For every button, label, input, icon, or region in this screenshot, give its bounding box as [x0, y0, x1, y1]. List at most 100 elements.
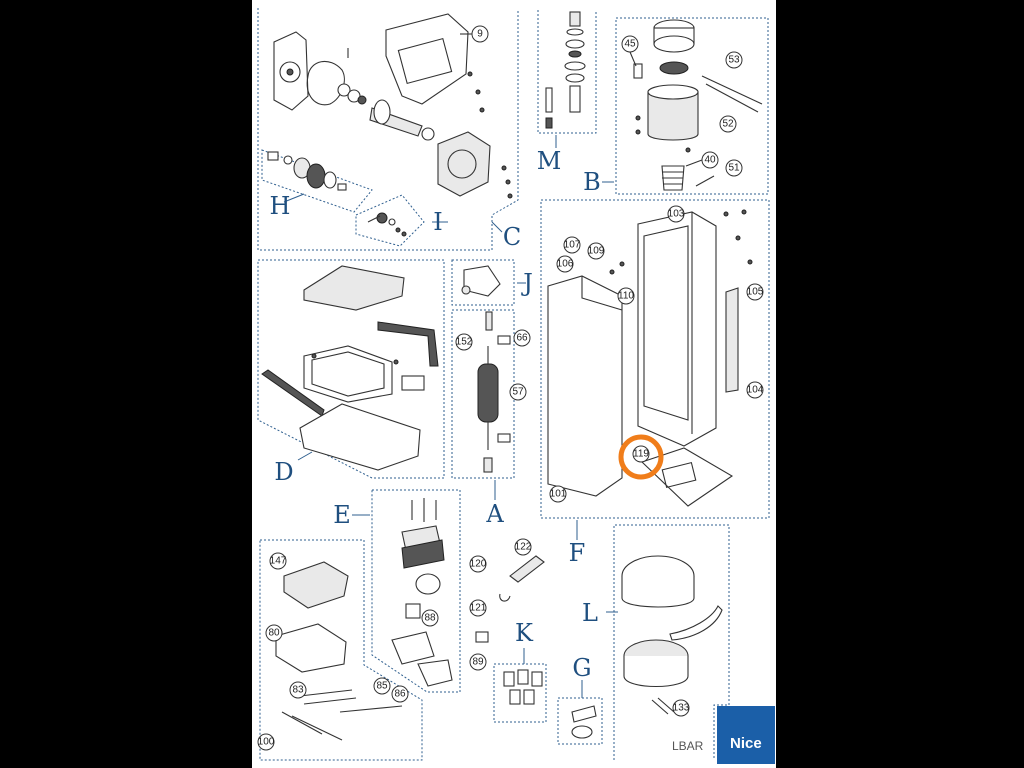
svg-text:80: 80	[268, 628, 280, 639]
highlight-ring-callout-119	[618, 434, 664, 480]
callout-119: 119	[632, 445, 650, 463]
brand-logo-text: Nice	[730, 735, 762, 752]
side-vent	[725, 287, 739, 393]
callout-104: 104	[746, 381, 764, 399]
callout-122: 122	[514, 538, 532, 556]
callout-89: 89	[469, 653, 487, 671]
section-letter-b: B	[583, 168, 601, 196]
frame-gasket	[303, 345, 393, 403]
callout-83: 83	[289, 681, 307, 699]
section-letter-i: I	[433, 208, 442, 236]
middle-small-parts	[475, 555, 545, 705]
section-leader-lines	[283, 135, 618, 698]
callout-152: 152	[455, 333, 473, 351]
section-c-boundary	[257, 8, 519, 251]
callout-52: 52	[719, 115, 737, 133]
svg-text:110: 110	[618, 291, 634, 302]
callout-106: 106	[556, 255, 574, 273]
callout-66: 66	[513, 329, 531, 347]
svg-text:121: 121	[470, 603, 487, 614]
board-tray	[275, 623, 347, 673]
section-a-parts	[477, 311, 511, 473]
callout-88: 88	[421, 609, 439, 627]
section-m-boundary	[537, 10, 597, 134]
exploded-parts-diagram: M B H I C J D A E F L K G 9 45 53 52 40 …	[257, 8, 775, 764]
callout-85: 85	[373, 677, 391, 695]
svg-text:119: 119	[633, 449, 649, 460]
svg-text:66: 66	[516, 333, 528, 344]
section-l-boundary	[613, 524, 730, 760]
svg-text:109: 109	[588, 246, 605, 257]
callout-9: 9	[471, 25, 489, 43]
svg-text:103: 103	[668, 209, 685, 220]
section-d-parts	[261, 265, 439, 471]
section-c-parts	[273, 13, 513, 199]
section-i-parts	[367, 212, 407, 237]
section-letter-d: D	[274, 458, 293, 486]
callout-51: 51	[725, 159, 743, 177]
svg-text:101: 101	[550, 489, 567, 500]
section-e-parts	[391, 498, 453, 687]
callout-110: 110	[617, 287, 635, 305]
motor-mount-bracket	[385, 13, 469, 105]
parts-diagram-sheet: M B H I C J D A E F L K G 9 45 53 52 40 …	[252, 0, 776, 768]
section-letter-l: L	[582, 599, 598, 627]
callout-105: 105	[746, 283, 764, 301]
svg-text:9: 9	[477, 29, 483, 40]
inner-frame	[637, 211, 717, 447]
gearbox-body	[437, 131, 491, 197]
section-h-boundary	[261, 149, 373, 213]
section-b-parts	[633, 19, 763, 191]
lower-left-parts	[275, 561, 403, 741]
brand-logo: Nice	[717, 706, 775, 764]
callout-80: 80	[265, 624, 283, 642]
callout-40: 40	[701, 151, 719, 169]
section-g-boundary	[557, 697, 603, 745]
svg-text:52: 52	[722, 119, 734, 130]
section-letter-k: K	[515, 619, 534, 647]
callout-103: 103	[667, 205, 685, 223]
section-m-parts	[545, 11, 586, 129]
callout-53: 53	[725, 51, 743, 69]
section-f-parts	[547, 209, 753, 507]
column-cover	[547, 275, 623, 497]
section-left-boundary	[259, 539, 423, 761]
svg-text:106: 106	[557, 259, 574, 270]
section-e-boundary	[371, 489, 461, 693]
section-letter-a: A	[485, 500, 504, 528]
section-b-boundary	[615, 17, 769, 195]
svg-text:104: 104	[747, 385, 764, 396]
callout-120: 120	[469, 555, 487, 573]
section-f-boundary	[540, 199, 770, 519]
svg-text:40: 40	[704, 155, 716, 166]
svg-text:53: 53	[728, 55, 740, 66]
svg-text:57: 57	[512, 387, 524, 398]
gasket-ring	[306, 60, 345, 106]
section-l-parts	[621, 555, 723, 715]
section-k-boundary	[493, 663, 547, 723]
section-letter-c: C	[503, 223, 521, 251]
svg-text:85: 85	[376, 681, 388, 692]
section-letter-h: H	[270, 192, 291, 220]
section-d-boundary	[257, 259, 445, 479]
svg-text:152: 152	[456, 337, 473, 348]
callout-147: 147	[269, 552, 287, 570]
callout-109: 109	[587, 242, 605, 260]
svg-text:122: 122	[515, 542, 532, 553]
callout-45: 45	[621, 35, 639, 53]
section-letter-m: M	[537, 147, 562, 175]
section-g-parts	[571, 705, 597, 739]
svg-text:105: 105	[747, 287, 764, 298]
svg-text:107: 107	[564, 240, 581, 251]
svg-text:83: 83	[292, 685, 304, 696]
callout-57: 57	[509, 383, 527, 401]
base-plate	[640, 447, 734, 507]
svg-text:100: 100	[258, 737, 275, 748]
model-label: LBAR	[672, 739, 704, 753]
seal-strip	[377, 321, 439, 367]
svg-text:88: 88	[424, 613, 436, 624]
section-j-boundary	[451, 259, 515, 306]
part-callouts: 9 45 53 52 40 51 103 107 109 106 110 105…	[257, 25, 764, 751]
callout-121: 121	[469, 599, 487, 617]
svg-text:51: 51	[728, 163, 740, 174]
